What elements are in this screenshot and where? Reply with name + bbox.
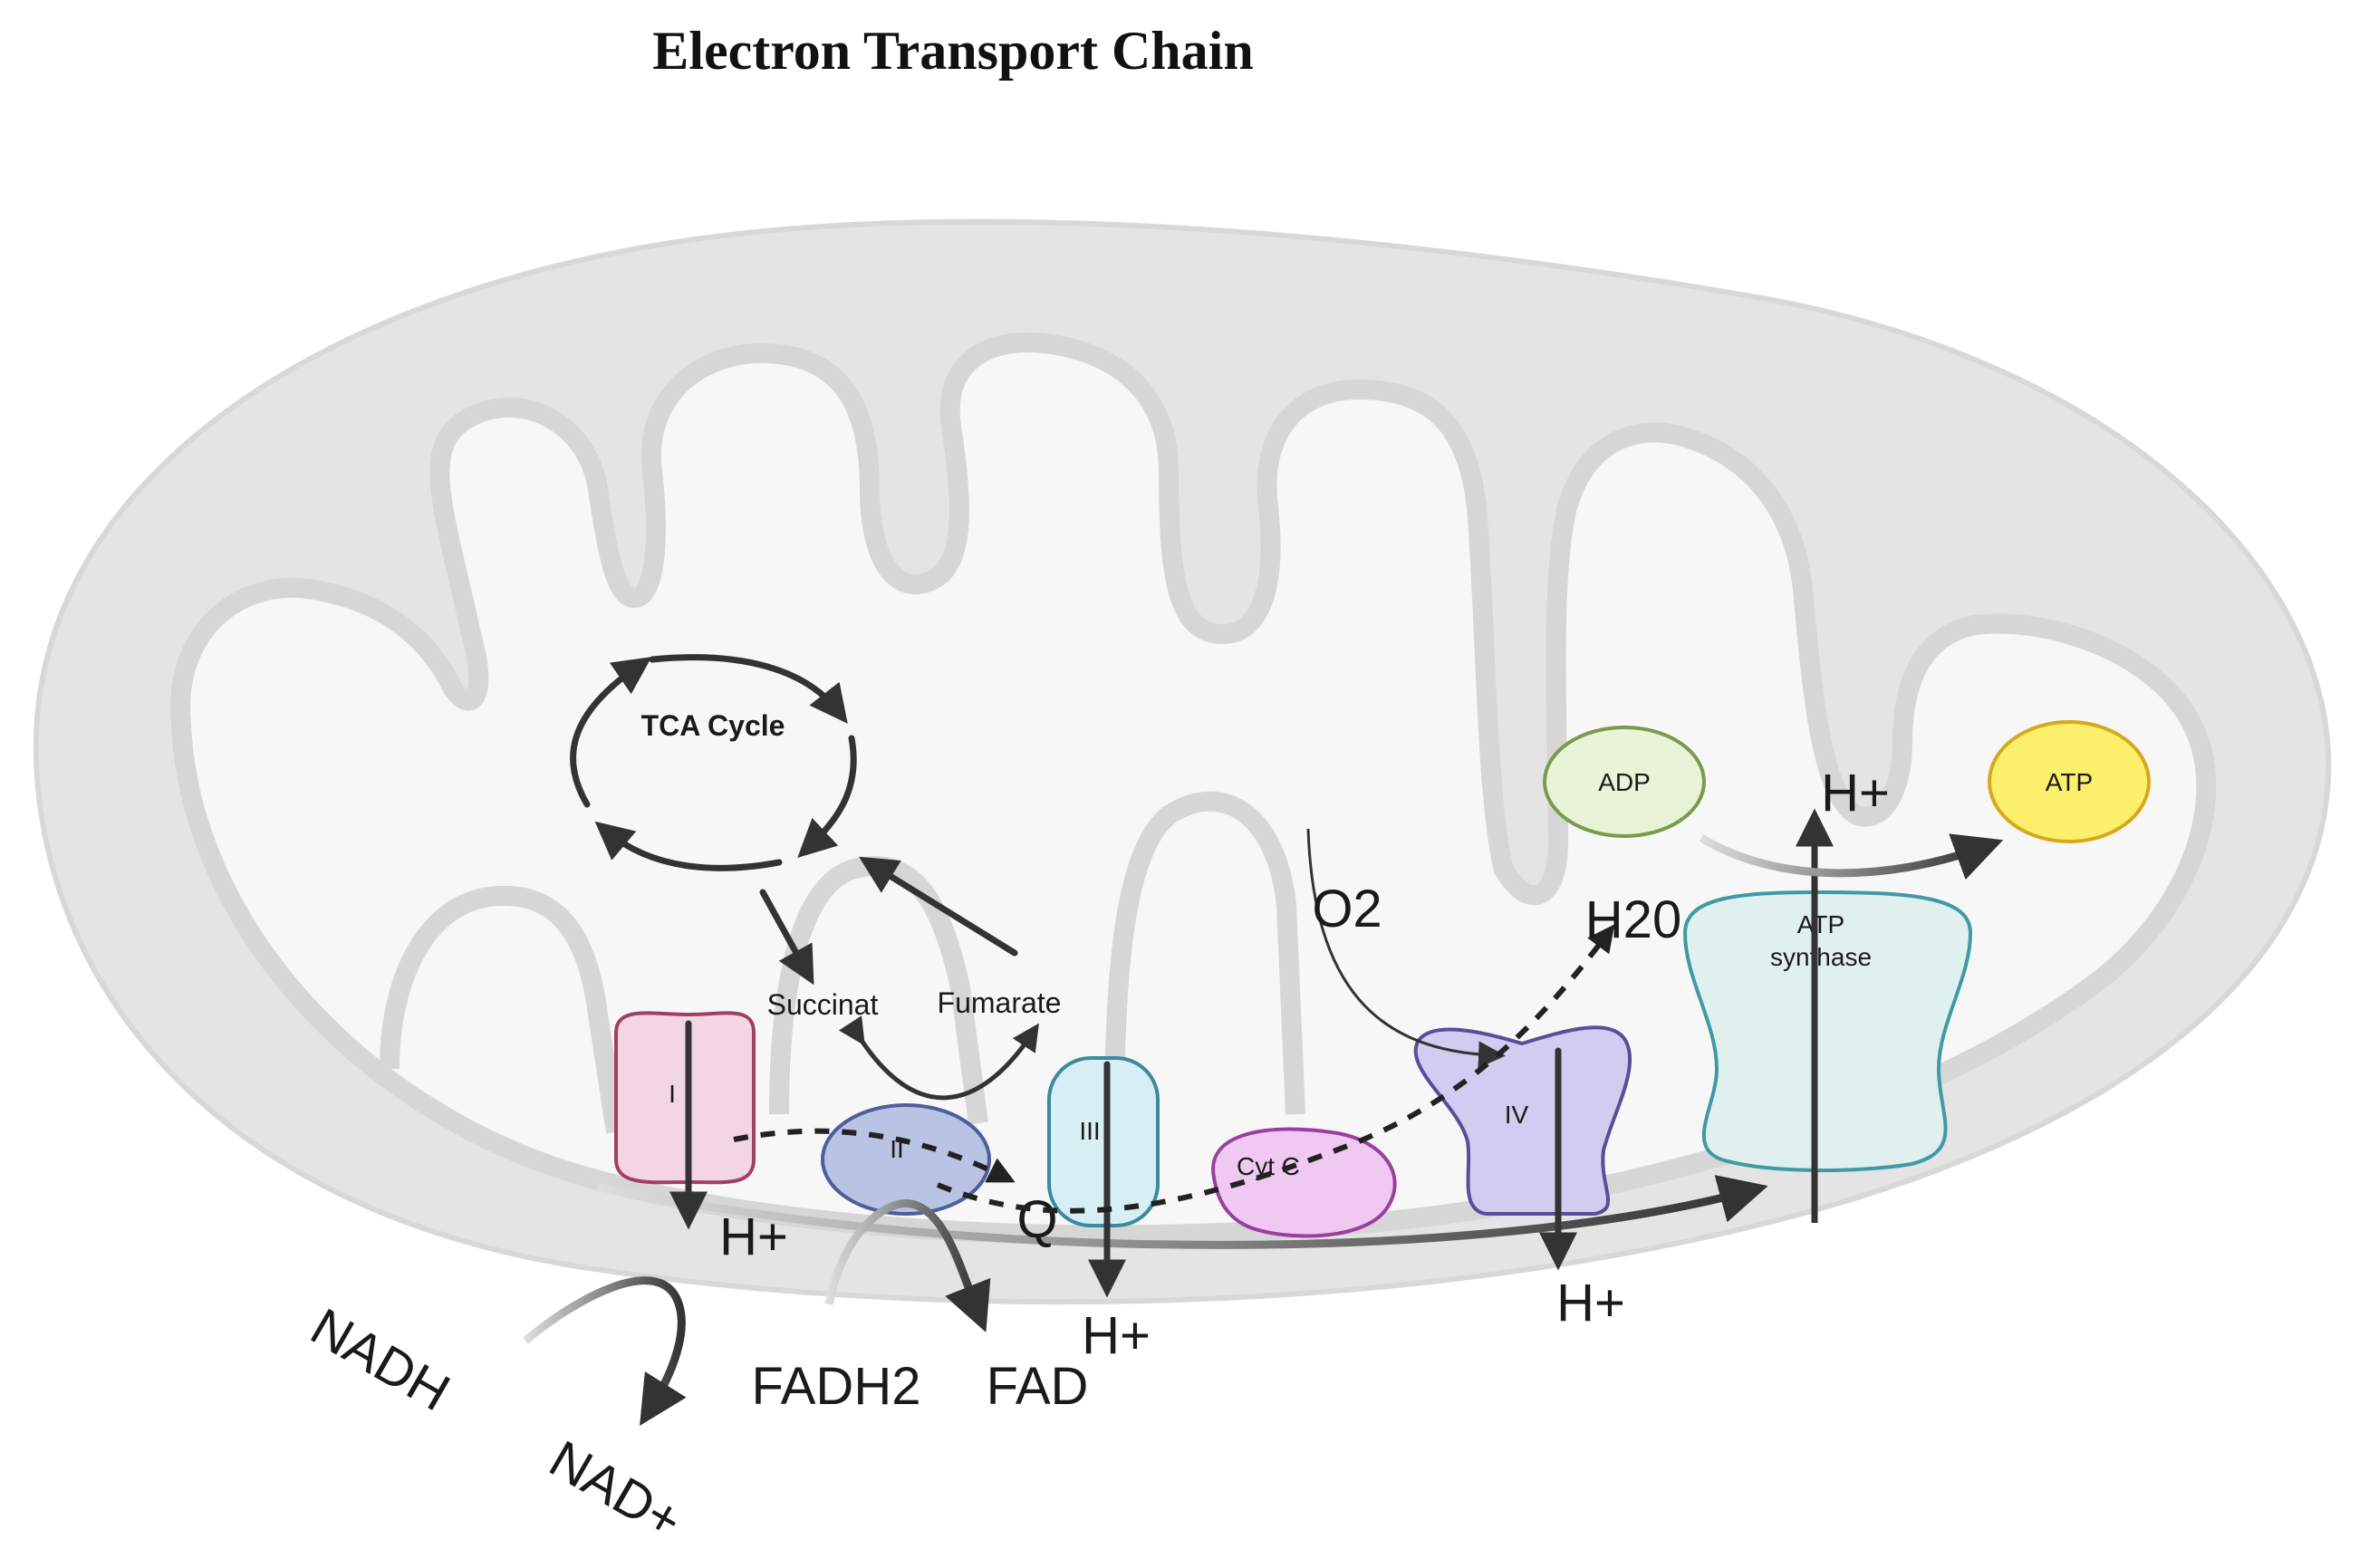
atp-synthase-label-line1: ATP [1797,910,1844,938]
atp-synthase-label-line2: synthase [1770,943,1872,971]
fadh2-label: FADH2 [752,1357,921,1416]
o2-label: O2 [1312,880,1382,938]
tca-arc-right [797,735,857,858]
complex-i-shape [614,1011,756,1185]
atp-synthase-shape [1682,890,1973,1172]
nad-plus-label: NAD+ [540,1429,692,1551]
adp-label: ADP [1598,768,1651,796]
mitochondrion [33,218,2332,1305]
tca-arc-top [649,654,848,724]
cyt-c-shape [1211,1127,1397,1238]
atp-label: ATP [2046,768,2093,796]
tca-cycle: TCA Cycle Succinat Fumarate [570,654,1062,1101]
fadh2-to-fad-arrow [824,1199,991,1332]
nadh-conversion: NADH NAD+ [301,1276,692,1551]
complex-i: I H+ [614,1011,788,1266]
h-plus-complex-i: H+ [719,1207,788,1266]
complex-iii-shape [1047,1056,1160,1227]
atp-shape [1988,720,2151,843]
crista-lower-left [380,885,626,1134]
electron-path-i-to-iii [733,1128,1016,1183]
fumarate-to-tca-arrow [859,856,1018,957]
proton-gradient-arrow [597,1175,1768,1249]
fad-label: FAD [987,1357,1089,1416]
complex-iii-label: III [1079,1117,1100,1145]
tca-to-succinate-arrow [759,889,814,986]
h-plus-complex-iv: H+ [1556,1274,1625,1332]
fumarate-label: Fumarate [938,986,1062,1019]
complex-iv: IV H+ [1413,1025,1632,1332]
tca-cycle-label: TCA Cycle [641,709,785,742]
complex-i-label: I [669,1080,676,1108]
h-plus-complex-iii: H+ [1082,1306,1151,1365]
electron-path-to-h2o [936,924,1615,1214]
o2-to-complex-iv-arrow [1306,828,1506,1069]
crista-lower-mid2 [1104,791,1305,1124]
diagram-title: Electron Transport Chain [652,21,1253,81]
q-label: Q [1016,1190,1057,1249]
h-plus-atp-synthase: H+ [1821,764,1890,822]
crista-lower-mid [769,856,988,1125]
complex-iii: III H+ [1047,1056,1160,1365]
complex-ii-shape [821,1103,991,1216]
adp-to-atp-arrow [1699,833,2004,880]
adp-atp-conversion: ADP ATP [1543,720,2151,880]
fadh2-conversion: FADH2 FAD [752,1199,1089,1416]
tca-arc-left [570,657,652,808]
tca-arc-bottom [594,821,783,871]
cytochrome-c: Cyt C [1211,1127,1397,1238]
nadh-to-nad-arrow [523,1276,687,1427]
succinate-fumarate-arrow [838,1015,1039,1101]
nadh-label: NADH [301,1297,459,1422]
adp-shape [1543,726,1706,838]
complex-iv-label: IV [1505,1101,1529,1129]
complex-iv-shape [1413,1025,1632,1216]
complex-ii: II [821,1103,991,1216]
atp-synthase: ATP synthase H+ [1682,764,1973,1223]
h2o-label: H20 [1585,890,1681,949]
succinate-label: Succinat [767,988,879,1021]
inner-membrane [170,332,2217,1246]
